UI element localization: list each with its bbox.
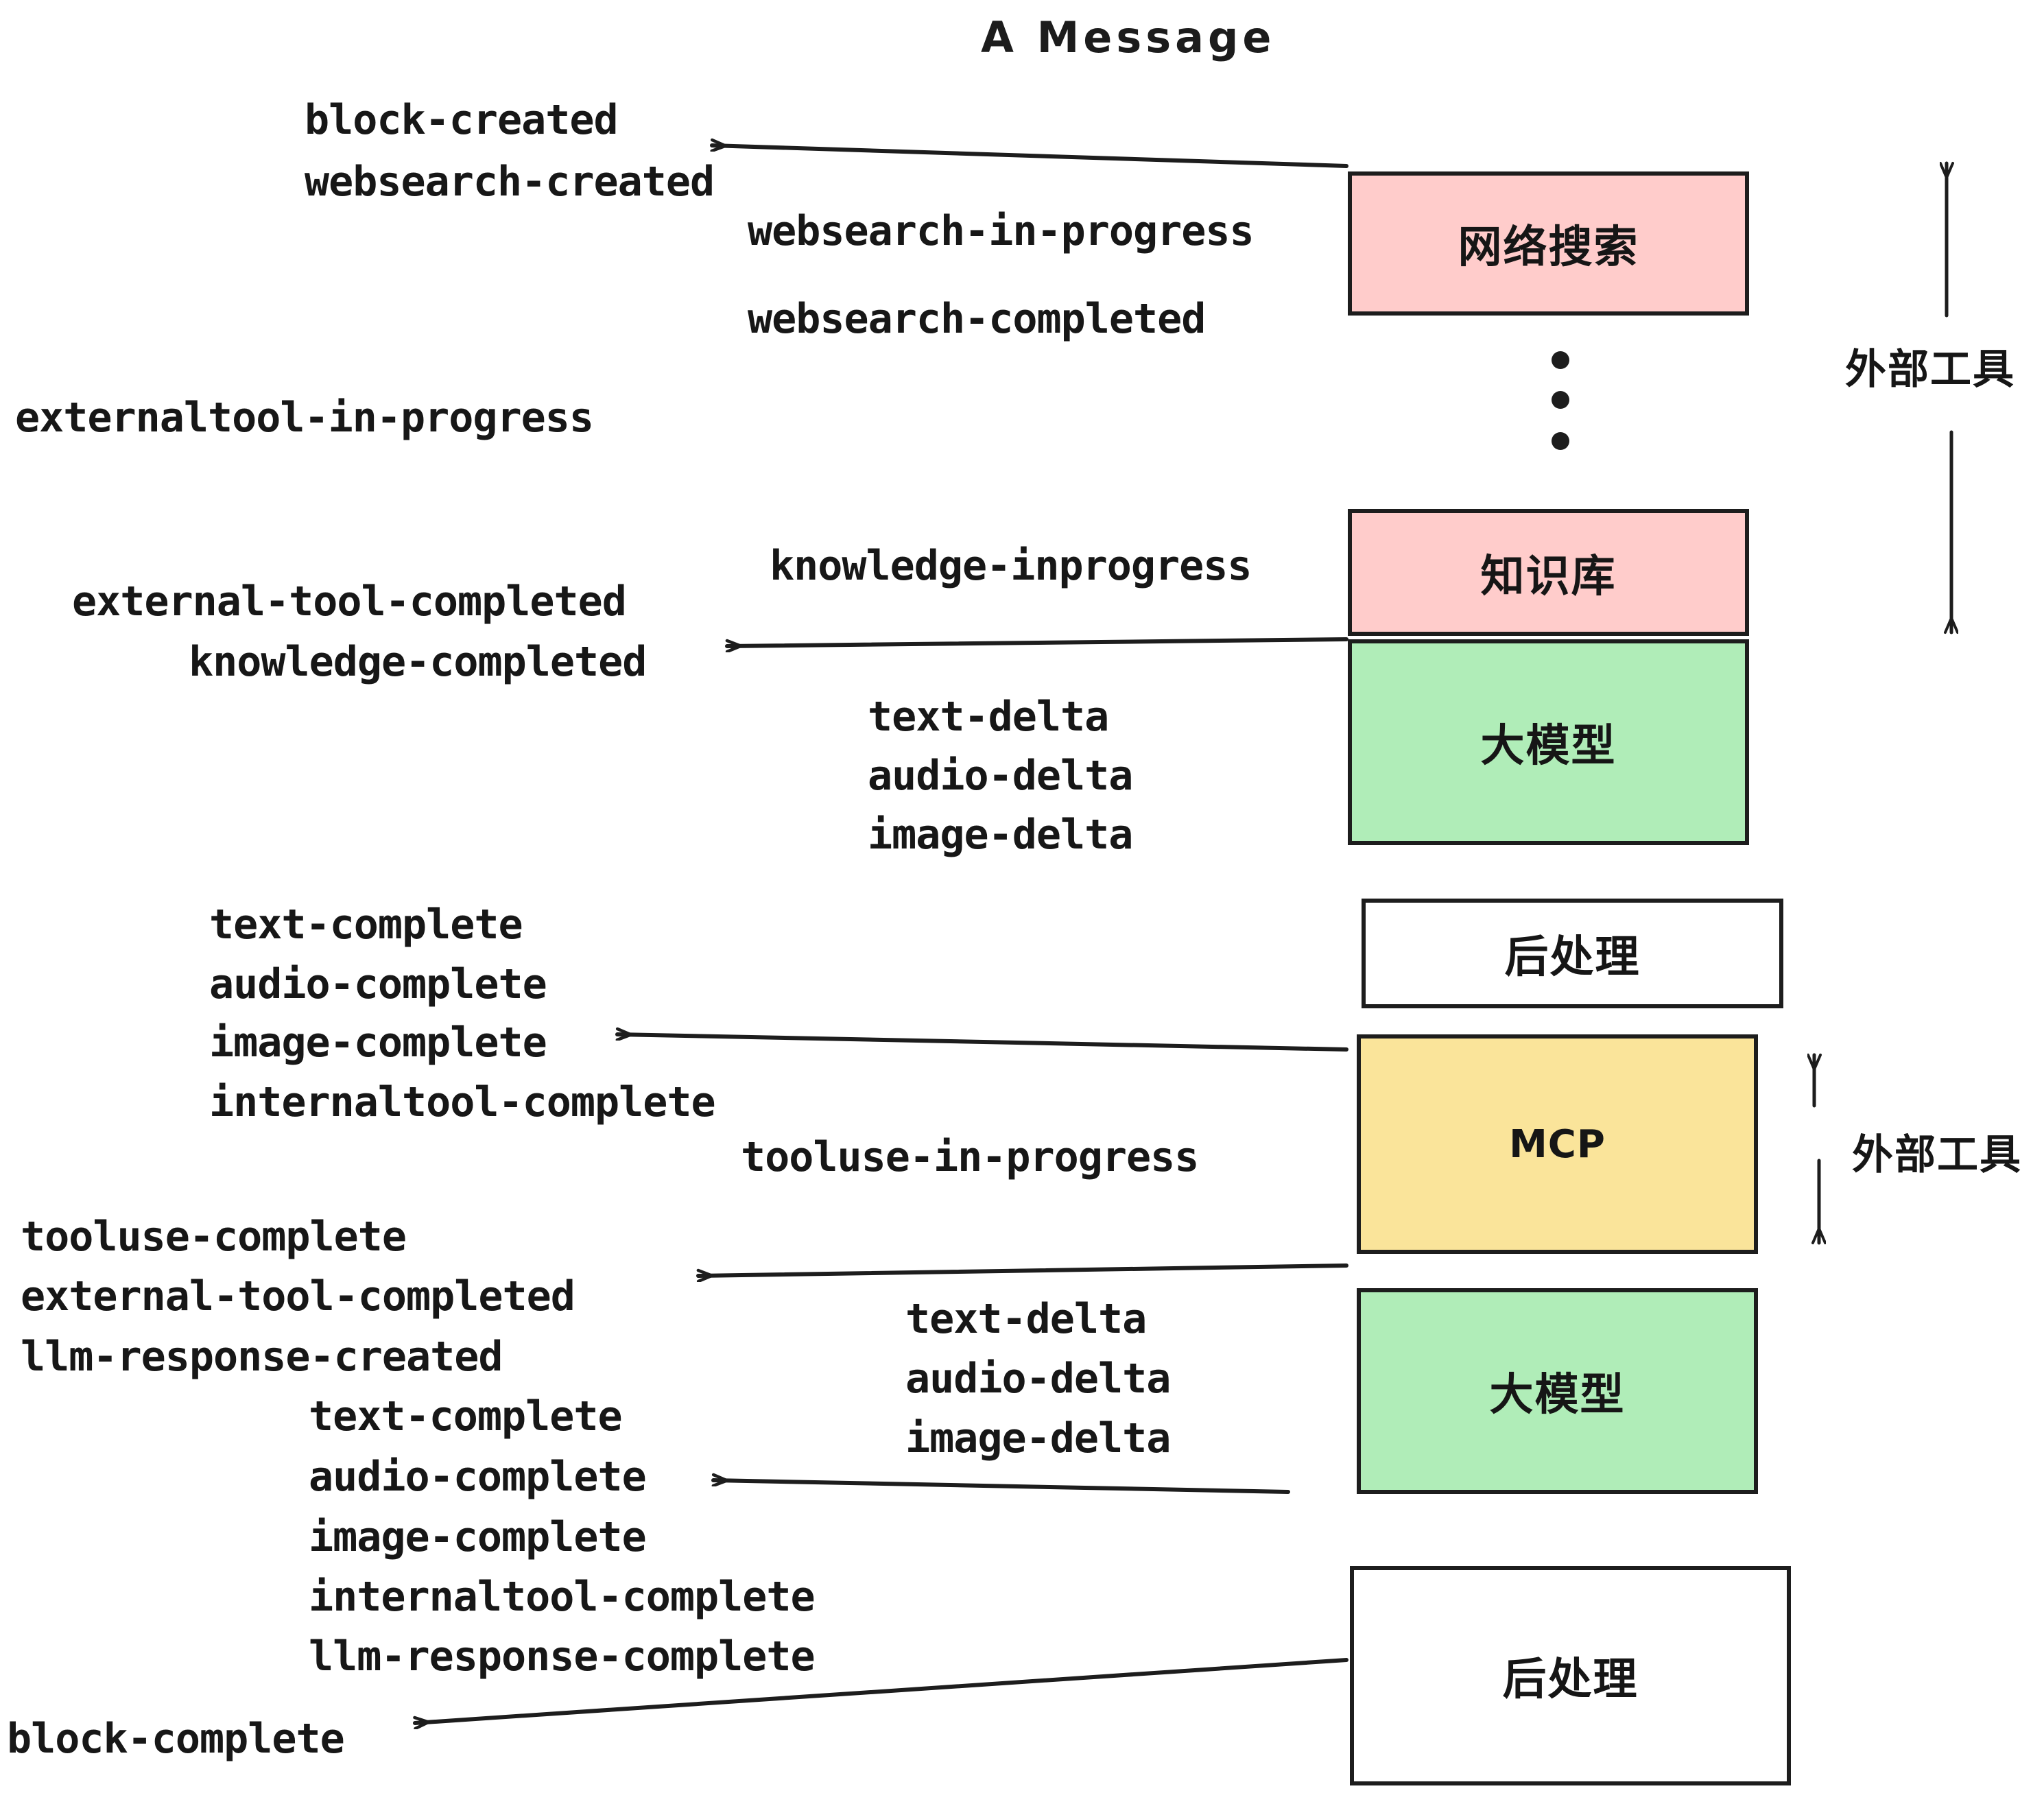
event-label: external-tool-completed — [21, 1272, 575, 1320]
component-box-label: 大模型 — [1480, 721, 1617, 772]
event-label: external-tool-completed — [72, 578, 627, 626]
page-title: A Message — [981, 12, 1276, 62]
event-label: text-complete — [309, 1392, 623, 1440]
postprocess-to-image-complete — [615, 1034, 1348, 1052]
component-box: 知识库 — [1348, 509, 1749, 636]
event-label: image-delta — [868, 811, 1133, 859]
event-label: llm-response-created — [21, 1333, 503, 1381]
event-label: block-complete — [7, 1715, 345, 1763]
component-box: 后处理 — [1350, 1566, 1791, 1785]
llm-to-audio-complete — [711, 1480, 1290, 1494]
event-label: llm-response-complete — [309, 1633, 816, 1681]
event-label: image-complete — [209, 1019, 547, 1067]
external-tool-scope-label: 外部工具 — [1852, 1131, 2022, 1179]
component-box-label: 后处理 — [1502, 1654, 1639, 1705]
event-label: externaltool-in-progress — [15, 394, 594, 442]
event-label: audio-complete — [309, 1453, 647, 1501]
event-label: audio-delta — [868, 752, 1133, 800]
mcp-to-tooluse-complete — [696, 1263, 1348, 1276]
component-box: 网络搜索 — [1348, 171, 1749, 316]
component-box: 大模型 — [1357, 1288, 1758, 1494]
event-label: audio-complete — [209, 960, 547, 1008]
event-label: text-delta — [905, 1295, 1147, 1343]
ellipsis-dot-icon — [1552, 432, 1569, 450]
ellipsis-dot-icon — [1552, 391, 1569, 409]
event-label: tooluse-in-progress — [741, 1133, 1199, 1181]
event-label: audio-delta — [905, 1355, 1171, 1403]
event-label: internaltool-complete — [209, 1078, 716, 1126]
event-label: knowledge-inprogress — [770, 542, 1252, 590]
component-box: MCP — [1357, 1034, 1758, 1254]
event-label: knowledge-completed — [189, 638, 647, 686]
event-label: block-created — [305, 96, 619, 144]
websearch-to-block-created — [710, 145, 1348, 168]
event-label: image-delta — [905, 1414, 1171, 1462]
component-box: 后处理 — [1362, 899, 1783, 1008]
component-box-label: 大模型 — [1489, 1370, 1626, 1421]
component-box-label: 知识库 — [1480, 551, 1617, 602]
component-box-label: MCP — [1509, 1121, 1606, 1167]
event-label: image-complete — [309, 1513, 647, 1561]
component-box: 大模型 — [1348, 639, 1749, 845]
event-label: internaltool-complete — [309, 1573, 816, 1621]
component-box-label: 网络搜索 — [1458, 222, 1639, 273]
event-label: text-delta — [868, 693, 1109, 741]
component-box-label: 后处理 — [1504, 932, 1641, 983]
event-label: text-complete — [209, 901, 523, 949]
knowledge-to-knowledge-completed — [725, 637, 1348, 646]
event-label: websearch-created — [305, 158, 715, 206]
event-label: websearch-in-progress — [748, 207, 1255, 255]
event-label: websearch-completed — [748, 295, 1206, 343]
external-tool-scope-label: 外部工具 — [1845, 346, 2015, 394]
ellipsis-dot-icon — [1552, 351, 1569, 369]
event-label: tooluse-complete — [21, 1213, 407, 1261]
